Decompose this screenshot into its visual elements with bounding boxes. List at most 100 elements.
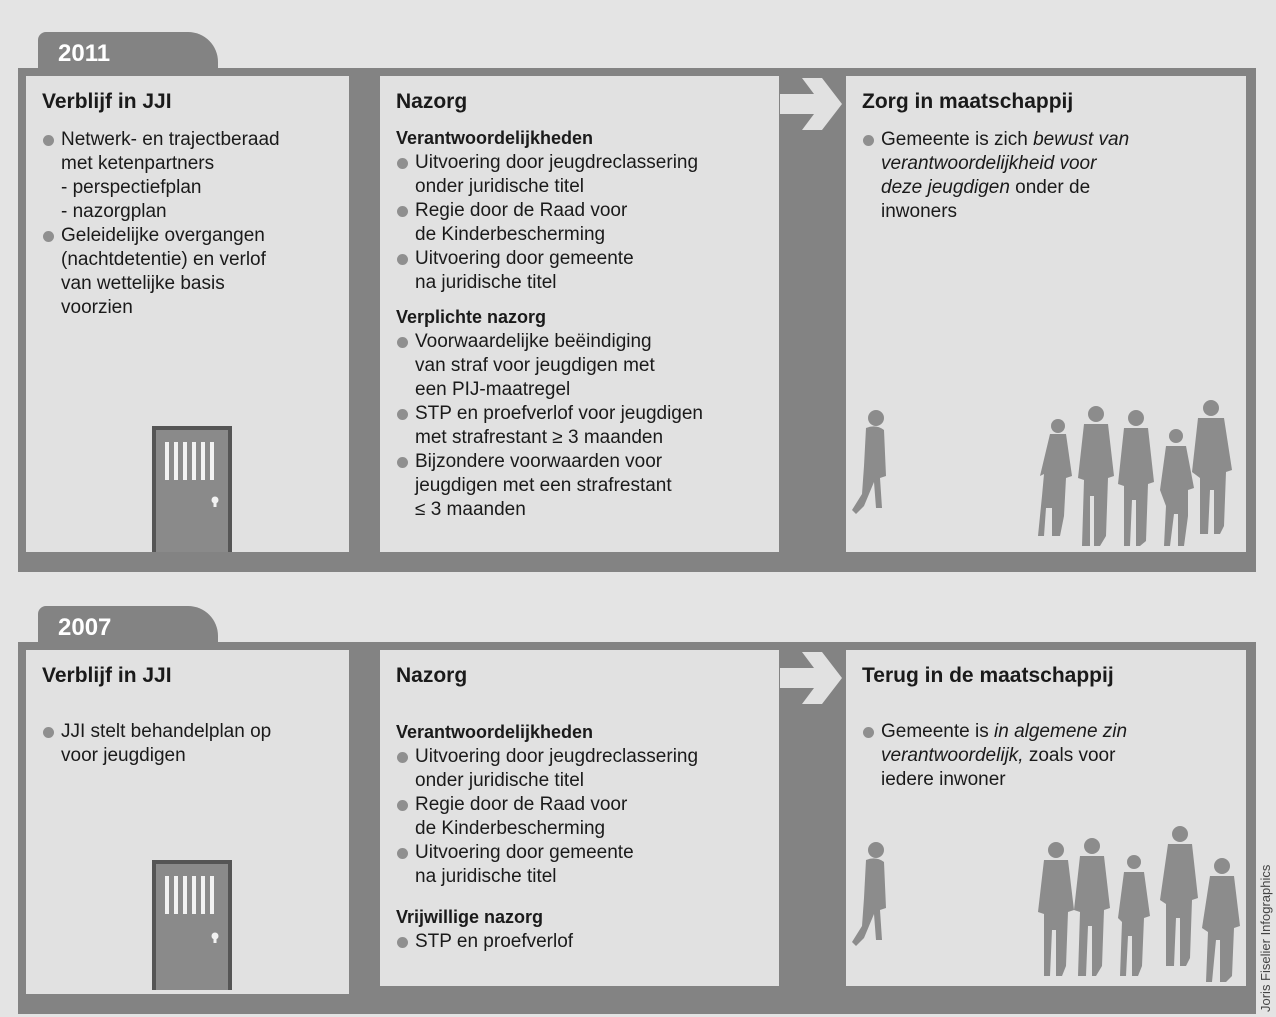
verblijf-box-2007: Verblijf in JJI JJI stelt behandelplan o… [26,650,349,994]
bullet-line: STP en proefverlof [415,931,574,952]
bullet-line: Uitvoering door jeugdreclassering [415,152,699,173]
bullet-line: verantwoordelijk, zoals voor [881,744,1230,768]
verblijf-title-2007: Verblijf in JJI [42,664,172,687]
group-person-2 [1078,406,1114,546]
bullet-line: jeugdigen met een strafrestant [415,475,672,496]
text-run: iedere inwoner [881,769,1006,790]
zorg-bullet-2011: Gemeente is zich bewust van verantwoorde… [862,128,1230,224]
text-run: inwoners [881,201,958,222]
bullet-line: Regie door de Raad voor [415,794,628,815]
bullet-line: de Kinderbescherming [415,818,606,839]
subheading-vrijwillige-nazorg: Vrijwillige nazorg [396,907,544,927]
bullet-line: Gemeente is zich bewust van [881,128,1230,152]
bullet-line: de Kinderbescherming [415,224,606,245]
mandatory-list-2011: Voorwaardelijke beëindiging van straf vo… [396,330,763,522]
verblijf-bullet-2011-1: Netwerk- en trajectberaad met ketenpartn… [42,128,333,224]
verblijf-bullet-2011-2: Geleidelijke overgangen (nachtdetentie) … [42,224,333,320]
credit-text: Joris Fiselier Infographics [1258,864,1273,1012]
text-run: Gemeente is zich [881,129,1034,150]
bullet-line: Uitvoering door jeugdreclassering [415,746,699,767]
bullet-line: een PIJ-maatregel [415,379,571,400]
italic-run: verantwoordelijkheid voor [881,153,1097,174]
bullet-line: onder juridische titel [415,176,584,197]
bullet-line: - nazorgplan [61,201,167,222]
italic-run: verantwoordelijk, [881,745,1024,766]
nazorg-title-2007: Nazorg [396,664,468,687]
bullet-line: voorzien [61,297,133,318]
group-person-3 [1118,410,1154,546]
bullet-line: JJI stelt behandelplan op [61,721,272,742]
zorg-title-2007: Terug in de maatschappij [862,664,1114,687]
zorg-list-2011: Gemeente is zich bewust van verantwoorde… [862,128,1230,224]
text-run: onder de [1009,177,1091,198]
bullet-line: STP en proefverlof voor jeugdigen [415,403,703,424]
bullet-line: Geleidelijke overgangen [61,225,265,246]
section-2007: 2007 Verblijf in JJI JJI stelt behandelp… [18,606,1256,1014]
mandatory-item: STP en proefverlof voor jeugdigen met st… [396,402,763,450]
bullet-line: Voorwaardelijke beëindiging [415,331,652,352]
arrow-right-icon [780,78,842,130]
responsibilities-list-2011: Uitvoering door jeugdreclassering onder … [396,151,763,295]
responsibilities-list-2007: Uitvoering door jeugdreclassering onder … [396,745,763,889]
bullet-line: inwoners [881,200,1230,224]
resp-item: Uitvoering door jeugdreclassering onder … [396,745,763,793]
resp-item: Regie door de Raad voor de Kinderbescher… [396,793,763,841]
mandatory-item: Voorwaardelijke beëindiging van straf vo… [396,330,763,402]
bullet-line: Bijzondere voorwaarden voor [415,451,663,472]
subheading-verantwoordelijkheden: Verantwoordelijkheden [396,722,594,742]
group-person-4 [1160,826,1198,966]
group-person-1 [1038,842,1074,976]
bullet-line: Gemeente is in algemene zin [881,720,1230,744]
subheading-verplichte-nazorg: Verplichte nazorg [396,307,547,327]
mandatory-item: Bijzondere voorwaarden voor jeugdigen me… [396,450,763,522]
text-run: zoals voor [1023,745,1116,766]
group-person-4 [1160,429,1194,546]
bullet-line: ≤ 3 maanden [415,499,526,520]
verblijf-bullet-2007-1: JJI stelt behandelplan op voor jeugdigen [42,720,333,768]
nazorg-title-2011: Nazorg [396,90,468,113]
group-person-1 [1038,419,1072,536]
verblijf-list-2011: Netwerk- en trajectberaad met ketenpartn… [42,128,333,320]
zorg-box-2007: Terug in de maatschappij Gemeente is in … [846,650,1246,986]
verblijf-list-2007: JJI stelt behandelplan op voor jeugdigen [42,720,333,768]
zorg-bullet-2007: Gemeente is in algemene zin verantwoorde… [862,720,1230,792]
verblijf-box-2011: Verblijf in JJI Netwerk- en trajectberaa… [26,76,349,552]
bullet-line: onder juridische titel [415,770,584,791]
group-person-5 [1202,858,1240,982]
bullet-line: Netwerk- en trajectberaad [61,129,280,150]
bullet-line: na juridische titel [415,866,557,887]
nazorg-box-2007: Nazorg Verantwoordelijkheden Uitvoering … [380,650,779,986]
cell-door-icon [152,860,232,990]
italic-run: in algemene zin [994,721,1128,742]
resp-item: Regie door de Raad voor de Kinderbescher… [396,199,763,247]
resp-item: Uitvoering door jeugdreclassering onder … [396,151,763,199]
people-silhouettes-icon [852,400,1232,546]
section-2011: 2011 Verblijf in JJI Netwerk- en traject… [18,32,1256,572]
verblijf-title-2011: Verblijf in JJI [42,90,172,113]
bullet-line: van wettelijke basis [61,273,225,294]
group-person-5 [1192,400,1232,534]
voluntary-list-2007: STP en proefverlof [396,930,763,954]
italic-run: deze jeugdigen [881,177,1010,198]
arrow-right-icon [780,652,842,704]
people-silhouettes-icon [852,826,1240,982]
bullet-line: van straf voor jeugdigen met [415,355,655,376]
bullet-line: iedere inwoner [881,768,1230,792]
group-person-3 [1118,855,1150,976]
zorg-box-2011: Zorg in maatschappij Gemeente is zich be… [846,76,1246,552]
nazorg-box-2011: Nazorg Verantwoordelijkheden Uitvoering … [380,76,779,552]
subheading-verantwoordelijkheden: Verantwoordelijkheden [396,128,594,148]
bullet-line: (nachtdetentie) en verlof [61,249,266,270]
resp-item: Uitvoering door gemeente na juridische t… [396,841,763,889]
bullet-line: - perspectiefplan [61,177,202,198]
zorg-title-2011: Zorg in maatschappij [862,90,1074,113]
bullet-line: na juridische titel [415,272,557,293]
italic-run: bewust van [1033,129,1130,150]
text-run: Gemeente is [881,721,994,742]
walking-person-icon [852,410,886,514]
year-tab-2011: 2011 [38,32,218,72]
bullet-line: met strafrestant ≥ 3 maanden [415,427,664,448]
voluntary-item: STP en proefverlof [396,930,763,954]
bullet-line: Uitvoering door gemeente [415,842,634,863]
